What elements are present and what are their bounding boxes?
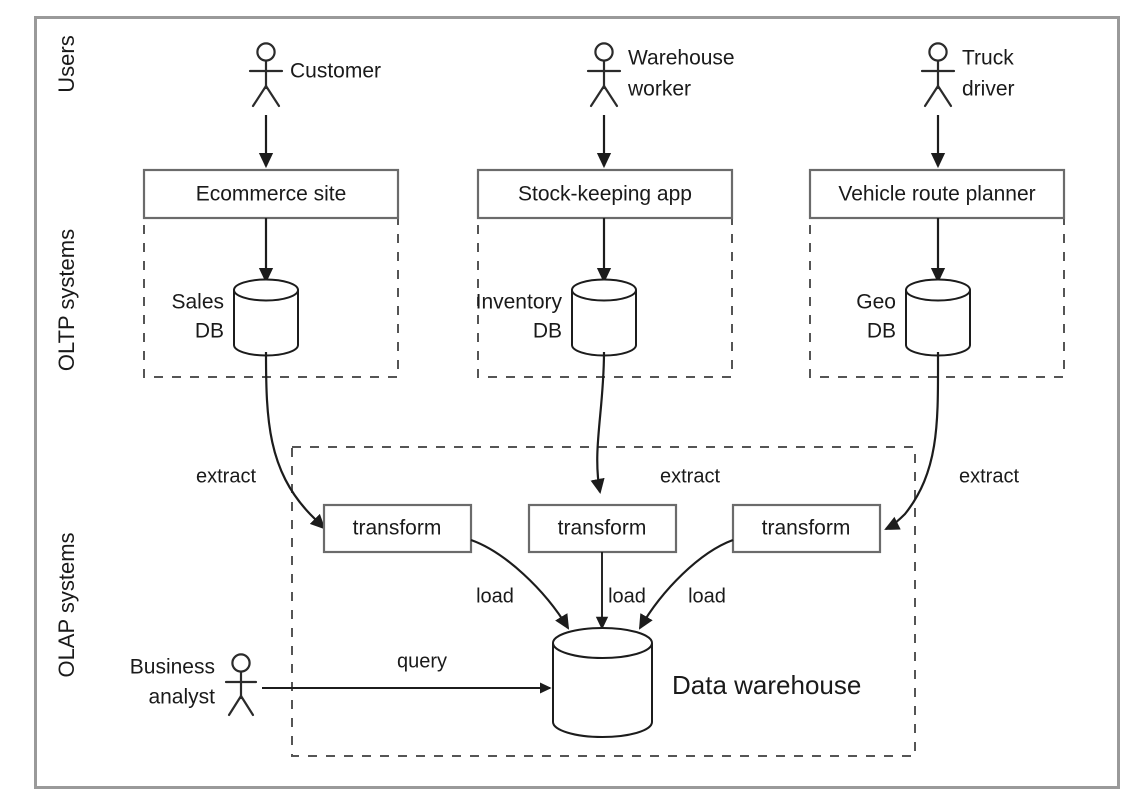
edge-load-transform1-to-warehouse xyxy=(470,538,570,630)
edge-extract-sales-to-transform1 xyxy=(264,351,326,530)
app-ecommerce-site[interactable]: Ecommerce site xyxy=(142,168,400,220)
transform-box-2-label: transform xyxy=(558,517,647,540)
database-geo-db: Geo DB xyxy=(856,278,971,357)
database-sales-db-label-line1: Sales xyxy=(171,291,224,314)
stick-figure-icon xyxy=(586,42,622,108)
edge-label-extract-2: extract xyxy=(660,465,720,487)
actor-truck-driver-label-line1: Truck xyxy=(962,47,1014,70)
database-inventory-db-label-line1: Inventory xyxy=(476,291,563,314)
edge-label-load-3: load xyxy=(688,585,726,607)
data-warehouse xyxy=(552,627,653,738)
app-stock-keeping-app-label: Stock-keeping app xyxy=(518,183,692,206)
database-geo-db-label-line1: Geo xyxy=(856,291,896,314)
database-inventory-db-label-line2: DB xyxy=(533,320,562,343)
band-label-oltp-systems: OLTP systems xyxy=(54,229,79,371)
actor-customer: Customer xyxy=(248,42,381,108)
band-label-users: Users xyxy=(54,35,79,92)
olap-group xyxy=(291,446,916,757)
edge-label-load-1: load xyxy=(476,585,514,607)
actor-truck-driver-label-line2: driver xyxy=(962,78,1015,101)
stick-figure-icon xyxy=(248,42,284,108)
stick-figure-icon xyxy=(920,42,956,108)
app-stock-keeping-app[interactable]: Stock-keeping app xyxy=(476,168,734,220)
actor-warehouse-worker-label-line2: worker xyxy=(627,78,691,101)
edge-load-transform3-to-warehouse xyxy=(638,538,734,630)
transform-box-2[interactable]: transform xyxy=(527,503,678,554)
data-warehouse-label: Data warehouse xyxy=(672,670,861,700)
edge-label-extract-1: extract xyxy=(196,465,256,487)
app-vehicle-route-planner-label: Vehicle route planner xyxy=(838,183,1035,206)
database-geo-db-label-line2: DB xyxy=(867,320,896,343)
actor-warehouse-worker-label-line1: Warehouse xyxy=(628,47,735,70)
database-sales-db-label-line2: DB xyxy=(195,320,224,343)
transform-box-3-label: transform xyxy=(762,517,851,540)
edge-extract-inventory-to-transform2 xyxy=(590,351,606,495)
edge-label-load-2: load xyxy=(608,585,646,607)
app-ecommerce-site-label: Ecommerce site xyxy=(196,183,347,206)
database-sales-db: Sales DB xyxy=(171,278,299,357)
edge-label-extract-3: extract xyxy=(959,465,1019,487)
transform-box-3[interactable]: transform xyxy=(731,503,882,554)
transform-box-1[interactable]: transform xyxy=(322,503,473,554)
band-label-olap-systems: OLAP systems xyxy=(54,532,79,677)
actor-truck-driver: Truck driver xyxy=(920,42,1015,108)
app-vehicle-route-planner[interactable]: Vehicle route planner xyxy=(808,168,1066,220)
actor-customer-label: Customer xyxy=(290,60,381,83)
stick-figure-icon xyxy=(224,653,258,717)
edge-label-query: query xyxy=(397,650,447,672)
actor-business-analyst: Business analyst xyxy=(130,653,258,717)
edge-extract-geo-to-transform3 xyxy=(884,351,940,530)
actor-business-analyst-label-line2: analyst xyxy=(148,686,215,709)
database-inventory-db: Inventory DB xyxy=(476,278,637,357)
actor-warehouse-worker: Warehouse worker xyxy=(586,42,735,108)
actor-business-analyst-label-line1: Business xyxy=(130,656,215,679)
transform-box-1-label: transform xyxy=(353,517,442,540)
